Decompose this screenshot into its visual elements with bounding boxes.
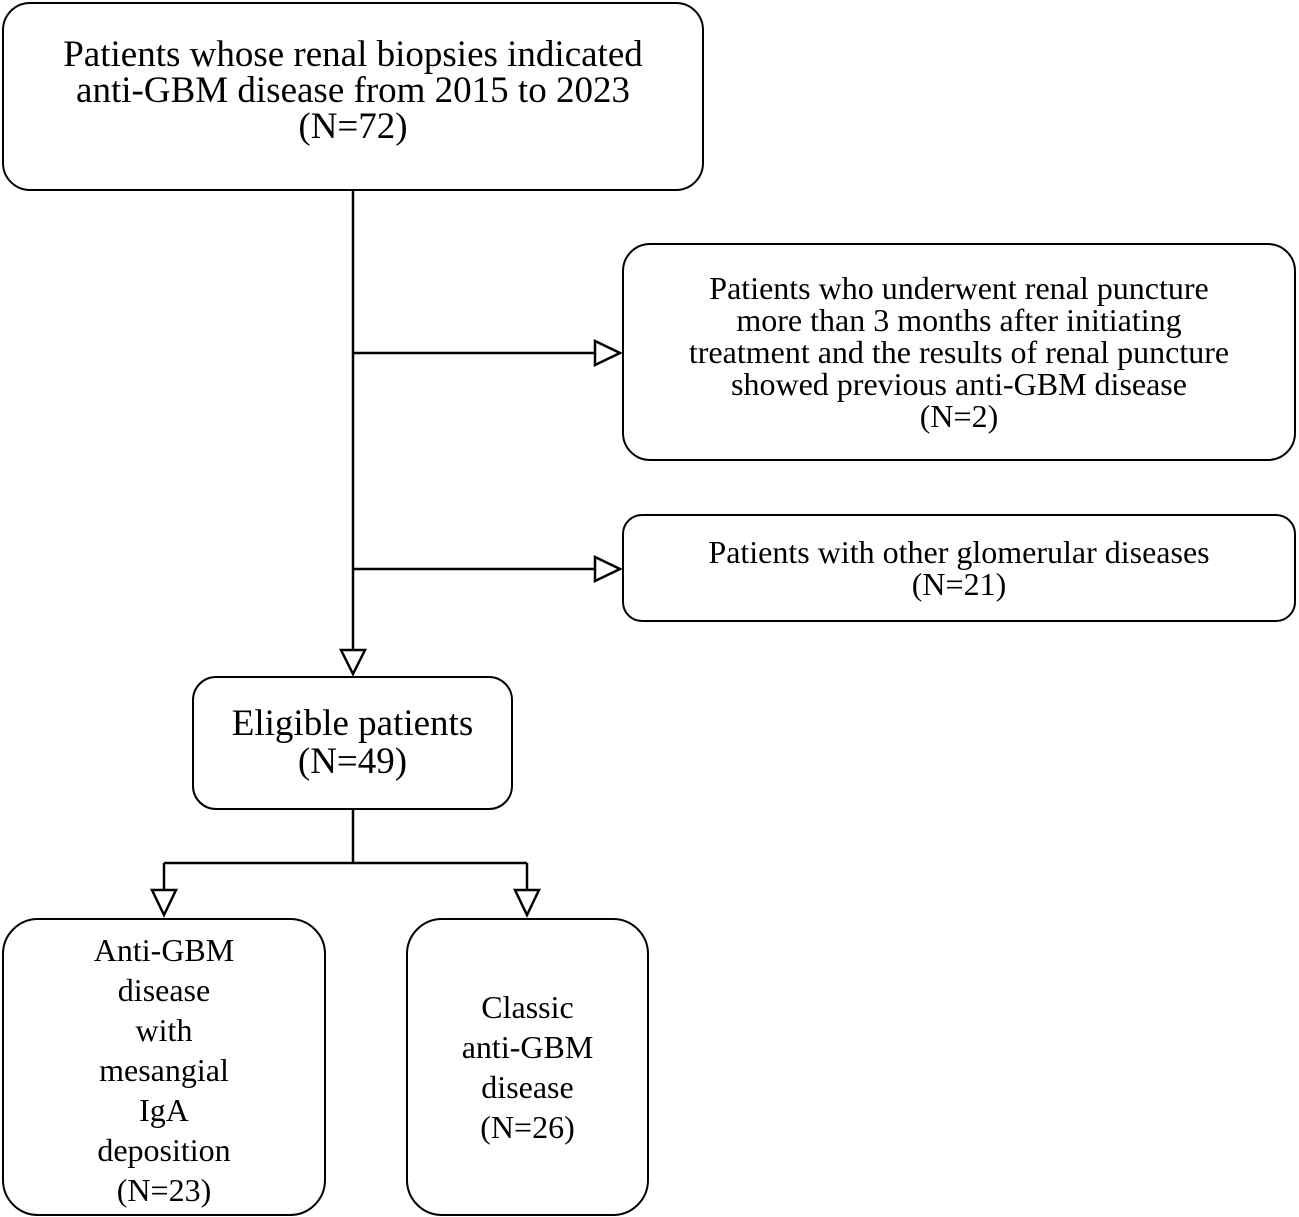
- box-text-line: (N=23): [116, 1172, 212, 1208]
- box-text-line: Eligible patients: [231, 703, 474, 744]
- initial-cohort-box: Patients whose renal biopsies indicated …: [2, 2, 704, 191]
- box-text-line: (N=49): [297, 741, 408, 782]
- box-text-line: (N=26): [480, 1109, 575, 1145]
- exclusion-late-puncture-box: Patients who underwent renal puncture mo…: [622, 243, 1296, 461]
- box-text-line: IgA: [139, 1092, 189, 1128]
- iga-deposition-group-box: Anti-GBM disease with mesangial IgA depo…: [2, 918, 326, 1216]
- box-text-line: with: [135, 1012, 193, 1048]
- box-text-line: (N=72): [298, 105, 408, 147]
- arrowhead-eligible: [338, 648, 368, 677]
- exclusion-other-glomerular-box: Patients with other glomerular diseases …: [622, 514, 1296, 622]
- box-text-line: Patients who underwent renal puncture: [709, 270, 1209, 306]
- box-text-line: showed previous anti-GBM disease: [731, 366, 1187, 402]
- box-text-line: deposition: [97, 1132, 231, 1168]
- arrowhead-excl1: [593, 339, 623, 367]
- arrowhead-iga: [150, 888, 178, 918]
- box-text-line: disease: [481, 1069, 574, 1105]
- classic-anti-gbm-group-box: Classic anti-GBM disease (N=26): [406, 918, 649, 1216]
- arrowhead-excl2: [593, 555, 623, 583]
- box-text-line: Anti-GBM: [93, 932, 235, 968]
- box-text-line: anti-GBM disease from 2015 to 2023: [76, 69, 630, 111]
- box-text-line: treatment and the results of renal punct…: [688, 334, 1230, 370]
- box-text-line: (N=21): [911, 566, 1007, 602]
- box-text-line: Classic: [481, 989, 574, 1025]
- box-text-line: (N=2): [919, 398, 999, 434]
- box-text-line: Patients whose renal biopsies indicated: [63, 33, 643, 75]
- box-text-line: Patients with other glomerular diseases: [708, 534, 1210, 570]
- box-text-line: more than 3 months after initiating: [736, 302, 1182, 338]
- eligible-patients-box: Eligible patients (N=49): [192, 676, 513, 810]
- box-text-line: mesangial: [99, 1052, 229, 1088]
- box-text-line: anti-GBM: [461, 1029, 594, 1065]
- arrowhead-classic: [513, 888, 541, 918]
- box-text-line: disease: [117, 972, 211, 1008]
